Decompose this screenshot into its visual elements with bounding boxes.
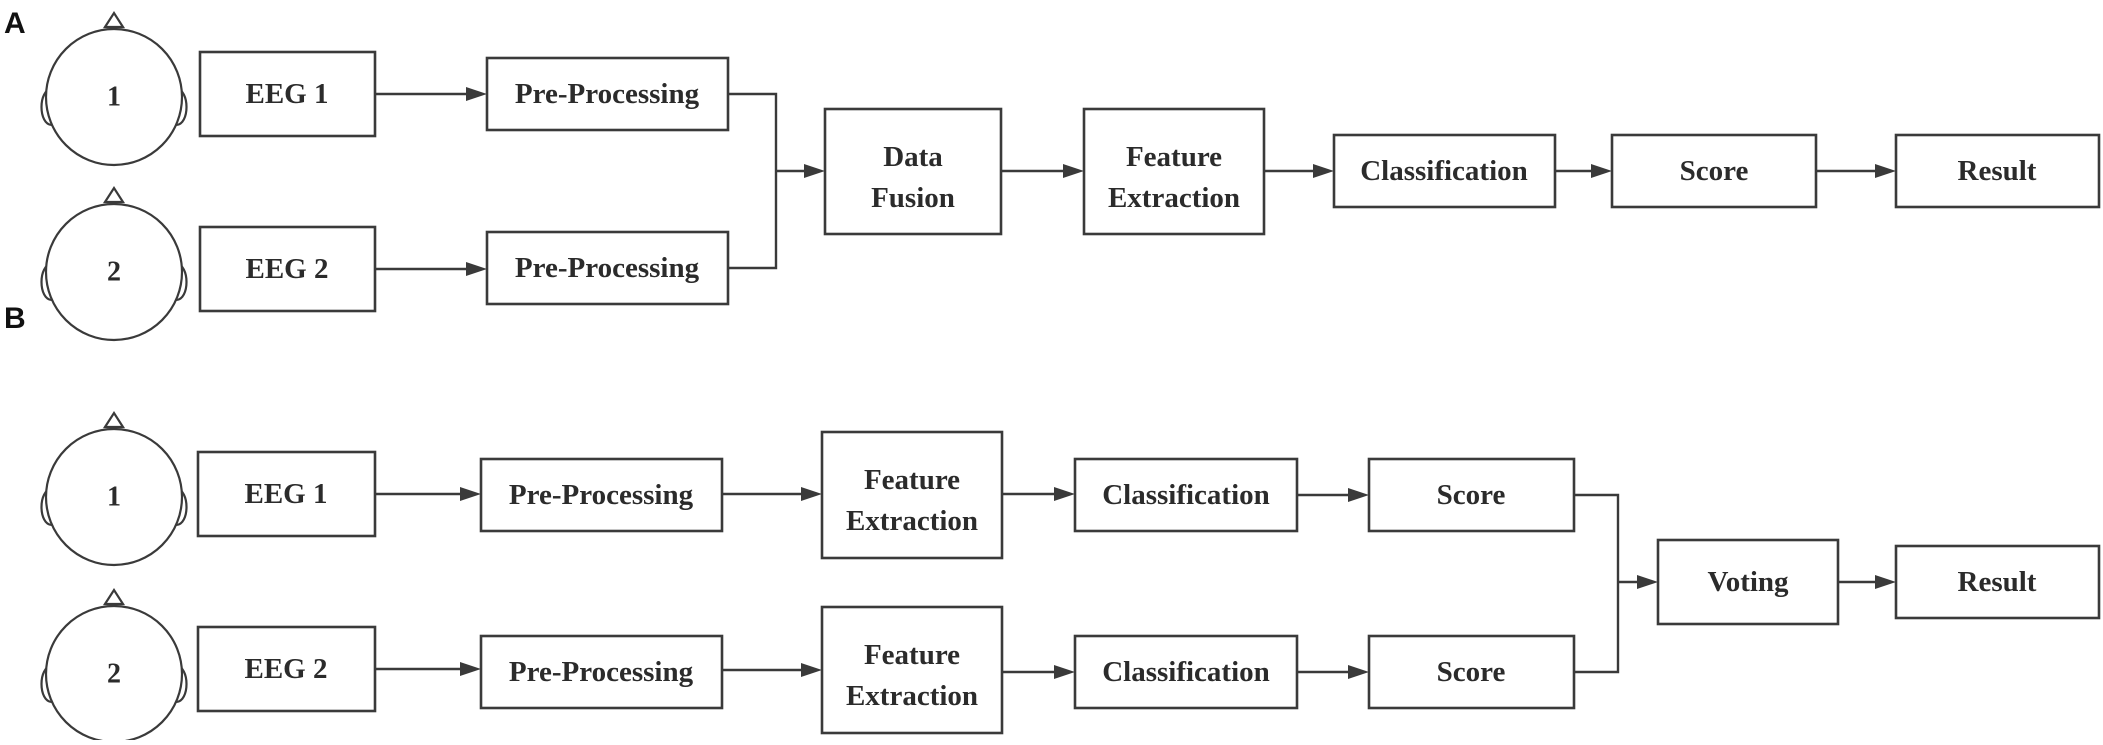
preprocessing-1-box: Pre-Processing	[485, 56, 730, 132]
head-number: 1	[107, 82, 121, 113]
svg-text:Voting: Voting	[1707, 566, 1789, 598]
svg-text:Score: Score	[1437, 479, 1506, 511]
score-2-box: Score	[1367, 634, 1576, 710]
svg-text:EEG 1: EEG 1	[246, 78, 329, 110]
score-1-box: Score	[1367, 457, 1576, 533]
result-box: Result	[1894, 133, 2101, 209]
classification-2-box: Classification	[1073, 634, 1299, 710]
feature-extraction-2-box: Feature Extraction	[820, 605, 1004, 735]
panel-a-arrows	[375, 87, 1896, 276]
svg-text:Feature: Feature	[1126, 141, 1222, 173]
svg-text:Extraction: Extraction	[1108, 182, 1240, 214]
eeg-1-box: EEG 1	[196, 450, 377, 538]
svg-text:Extraction: Extraction	[846, 680, 978, 712]
eeg-1-box: EEG 1	[198, 50, 377, 138]
eeg-2-box: EEG 2	[198, 225, 377, 313]
panel-b-arrows	[375, 487, 1896, 679]
svg-text:Result: Result	[1958, 155, 2037, 187]
feature-extraction-box: Feature Extraction	[1082, 107, 1266, 236]
result-box: Result	[1894, 544, 2101, 620]
subject-1-head-icon: 1	[40, 11, 188, 167]
head-number: 2	[107, 257, 121, 288]
subject-2-head-icon: 2	[40, 186, 188, 342]
svg-text:Score: Score	[1437, 656, 1506, 688]
voting-box: Voting	[1656, 538, 1840, 626]
head-number: 1	[107, 482, 121, 513]
score-box: Score	[1610, 133, 1818, 209]
svg-text:Classification: Classification	[1102, 479, 1270, 511]
subject-2-head-icon: 2	[40, 588, 188, 744]
svg-text:Data: Data	[883, 141, 943, 173]
svg-text:Classification: Classification	[1102, 656, 1270, 688]
panel-a-label: A	[4, 7, 26, 40]
classification-1-box: Classification	[1073, 457, 1299, 533]
svg-text:Result: Result	[1958, 566, 2037, 598]
svg-text:Score: Score	[1680, 155, 1749, 187]
svg-text:Feature: Feature	[864, 464, 960, 496]
eeg-2-box: EEG 2	[196, 625, 377, 713]
classification-box: Classification	[1332, 133, 1557, 209]
svg-text:Pre-Processing: Pre-Processing	[515, 78, 700, 110]
svg-text:EEG 2: EEG 2	[245, 653, 328, 685]
svg-text:Feature: Feature	[864, 639, 960, 671]
svg-text:Pre-Processing: Pre-Processing	[509, 656, 694, 688]
panel-b-label: B	[4, 302, 26, 335]
panel-a: 1 2 EEG 1 EEG 2 Pre-Processing	[40, 11, 2101, 342]
preprocessing-2-box: Pre-Processing	[479, 634, 724, 710]
data-fusion-box: Data Fusion	[823, 107, 1003, 236]
svg-text:Classification: Classification	[1360, 155, 1528, 187]
svg-text:EEG 1: EEG 1	[245, 478, 328, 510]
svg-text:Extraction: Extraction	[846, 505, 978, 537]
preprocessing-1-box: Pre-Processing	[479, 457, 724, 533]
svg-text:Fusion: Fusion	[871, 182, 955, 214]
panel-b: 1 2 EEG 1 EEG 2 Pre-Processing	[40, 411, 2101, 744]
preprocessing-2-box: Pre-Processing	[485, 230, 730, 306]
feature-extraction-1-box: Feature Extraction	[820, 430, 1004, 560]
svg-text:EEG 2: EEG 2	[246, 253, 329, 285]
subject-1-head-icon: 1	[40, 411, 188, 567]
head-number: 2	[107, 659, 121, 690]
svg-text:Pre-Processing: Pre-Processing	[515, 252, 700, 284]
svg-text:Pre-Processing: Pre-Processing	[509, 479, 694, 511]
